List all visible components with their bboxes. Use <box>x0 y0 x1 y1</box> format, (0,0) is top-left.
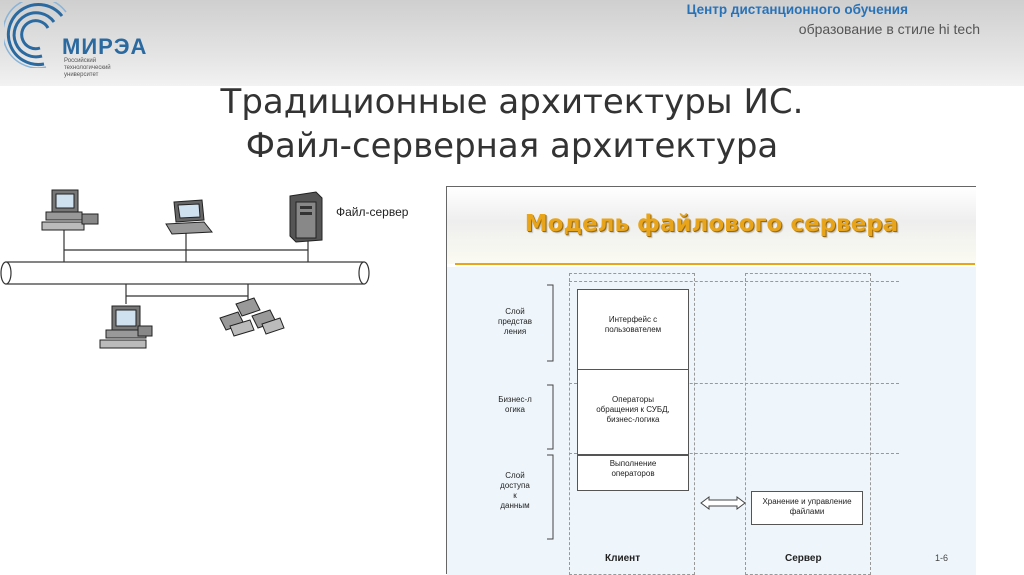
desktop-computer-icon <box>99 305 153 349</box>
layer-label-business-logic: Бизнес-л огика <box>498 395 532 414</box>
file-server-label: Файл-сервер <box>336 205 409 219</box>
network-diagram <box>0 189 370 349</box>
title-underline <box>455 263 975 265</box>
column-header-client: Клиент <box>605 553 641 564</box>
network-links <box>63 226 309 304</box>
laptop-icon <box>165 199 214 235</box>
double-arrow-icon <box>700 496 746 510</box>
column-header-server: Сервер <box>785 553 822 564</box>
client-box-execution: Выполнение операторов <box>609 459 657 478</box>
layer-brackets <box>547 284 554 540</box>
network-bus <box>0 261 370 285</box>
model-body <box>447 267 976 575</box>
file-server-model-panel: Модель файлового сервера Слой представ л… <box>446 186 976 575</box>
page-title-line1: Традиционные архитектуры ИС. <box>220 82 804 122</box>
logo-text: МИРЭА <box>62 34 148 59</box>
client-box-divider <box>577 369 689 370</box>
logo-subtitle-2: технологический <box>64 65 111 71</box>
model-title: Модель файлового сервера <box>524 211 899 237</box>
header-band <box>0 0 1024 86</box>
server-column-outline <box>745 273 871 575</box>
layer-separator <box>569 281 899 282</box>
logo-arcs-icon <box>4 2 67 68</box>
logo-subtitle-3: университет <box>64 72 99 78</box>
desktop-computer-icon <box>41 189 99 231</box>
model-title-band <box>447 187 976 264</box>
printers-icon <box>219 297 285 337</box>
layer-separator <box>569 383 899 384</box>
layer-separator <box>569 453 899 454</box>
client-box-operators: Операторы обращения к СУБД, бизнес-логик… <box>596 395 670 424</box>
brand-subtitle: образование в стиле hi tech <box>798 21 980 37</box>
brand-title: Центр дистанционного обучения <box>686 2 908 17</box>
layer-label-presentation: Слой представ ления <box>498 307 532 336</box>
layer-label-data-access: Слой доступа к данным <box>500 471 530 510</box>
file-server-icon <box>289 191 323 243</box>
client-box-exec-frame <box>577 455 689 491</box>
server-box-frame <box>751 491 863 525</box>
slide-number: 1-6 <box>935 553 949 563</box>
logo-subtitle-1: Российский <box>64 58 97 64</box>
client-box-ui: Интерфейс с пользователем <box>604 315 662 334</box>
server-box-storage: Хранение и управление файлами <box>762 497 852 516</box>
page-title: Традиционные архитектуры ИС. Файл-сервер… <box>0 80 1024 168</box>
client-stack-frame <box>577 289 689 455</box>
page-title-line2: Файл-серверная архитектура <box>245 126 779 166</box>
